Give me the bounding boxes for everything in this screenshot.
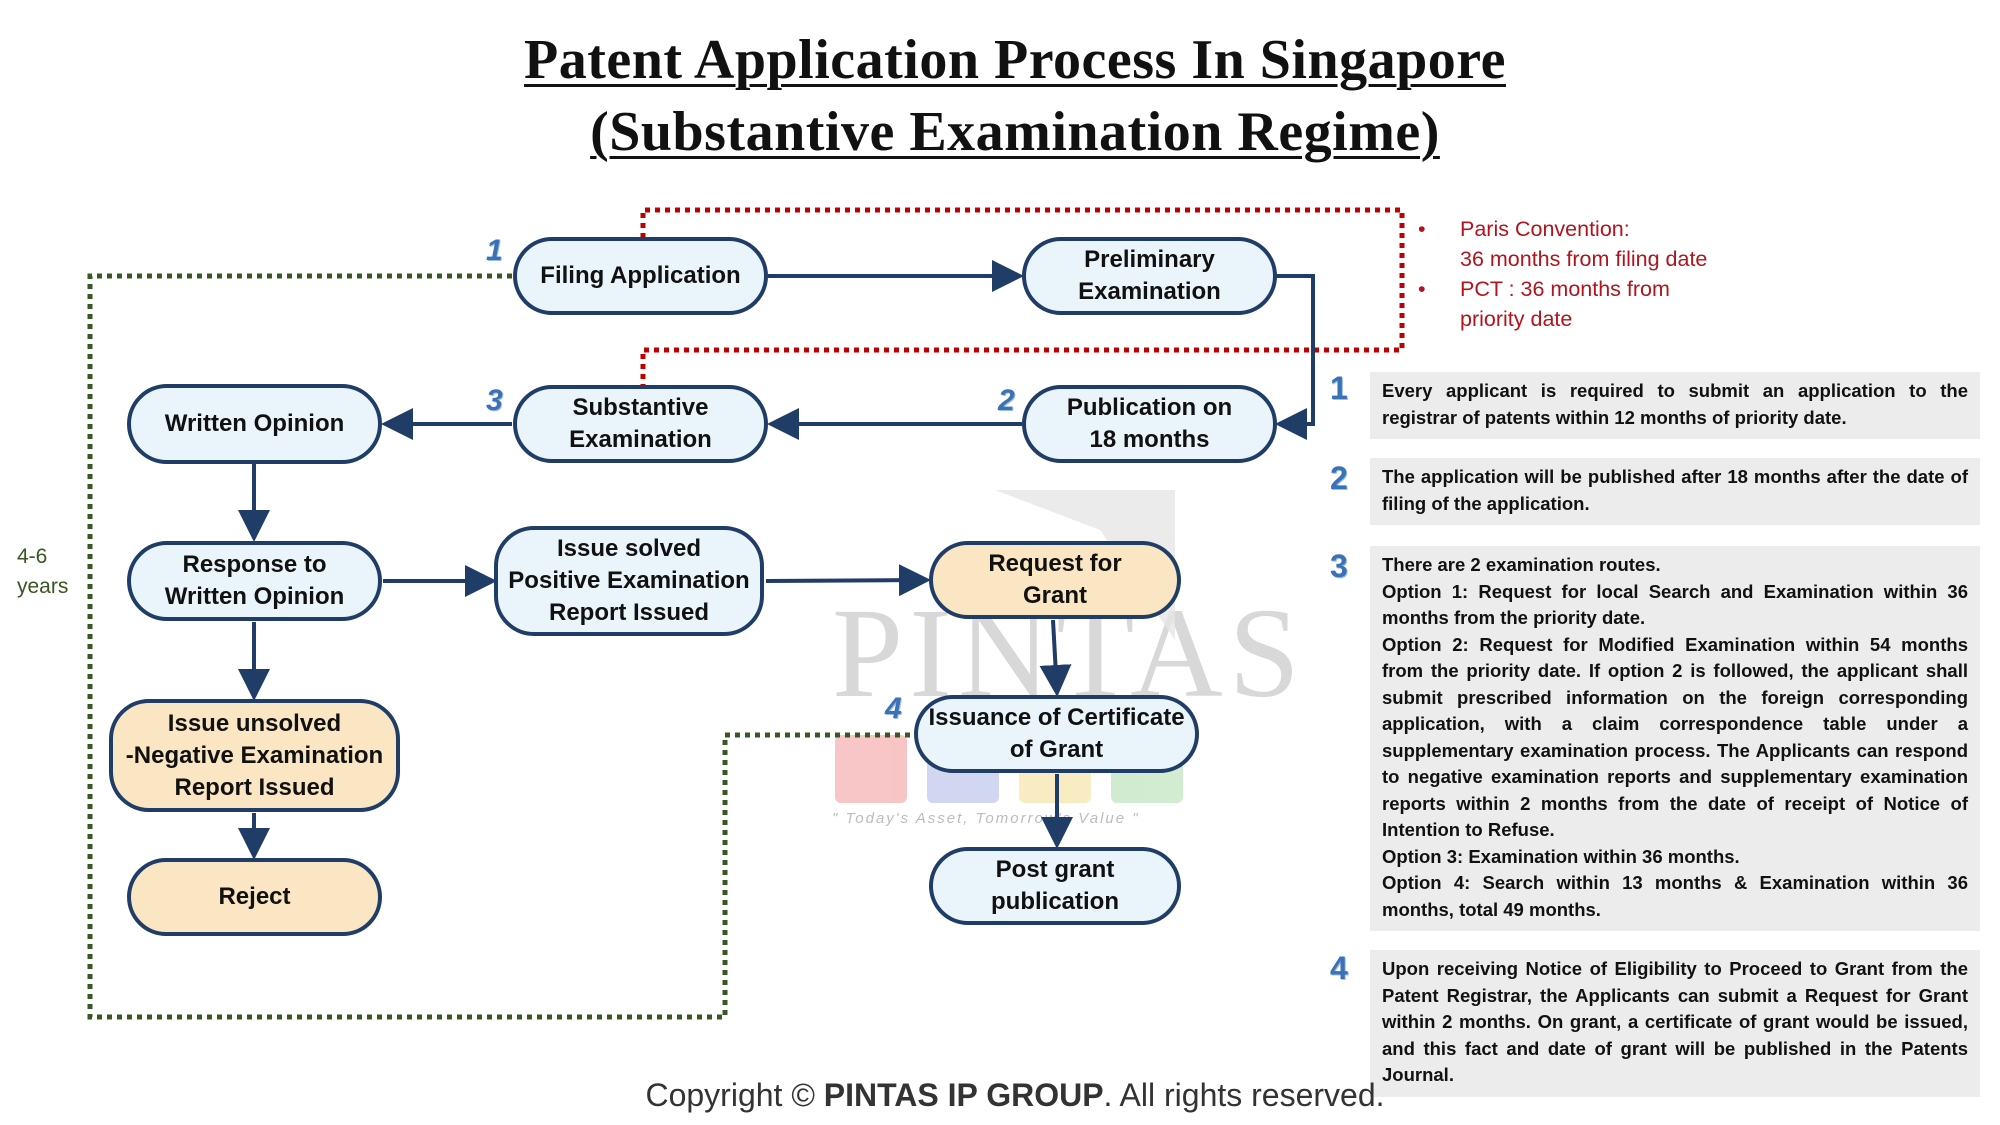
side-note-3-text-2: Option 1: Request for local Search and E… — [1382, 580, 1968, 629]
diagram-title-line-1: Patent Application Process In Singapore — [524, 29, 1506, 91]
step-marker-4: 4 — [885, 692, 902, 725]
pct-line-1-text: PCT : 36 months from — [1460, 277, 1670, 301]
node-reject: Reject — [127, 858, 382, 936]
convention-note: • Paris Convention: 36 months from filing… — [1418, 214, 1738, 334]
side-note-3-text-5: Option 4: Search within 13 months & Exam… — [1382, 872, 1968, 920]
node-written-opinion: Written Opinion — [127, 384, 382, 464]
watermark-badge-pt — [835, 735, 907, 803]
node-preliminary-examination: Preliminary Examination — [1022, 237, 1277, 315]
green-dotted-loop — [87, 273, 913, 1020]
side-note-number-3: 3 — [1330, 548, 1348, 584]
side-note-3-text-1: There are 2 examination routes. — [1382, 554, 1661, 575]
side-note-4: Upon receiving Notice of Eligibility to … — [1370, 950, 1980, 1097]
side-note-2: The application will be published after … — [1370, 458, 1980, 525]
side-note-1: Every applicant is required to submit an… — [1370, 372, 1980, 439]
side-note-number-2: 2 — [1330, 460, 1348, 496]
copyright-prefix: Copyright © — [645, 1077, 824, 1113]
duration-label-line-1: 4-6 — [17, 545, 48, 568]
node-filing-application: Filing Application — [513, 237, 768, 315]
node-publication: Publication on 18 months — [1022, 385, 1277, 463]
bullet-pct: • — [1418, 277, 1426, 301]
side-note-3: There are 2 examination routes. Option 1… — [1370, 546, 1980, 931]
node-substantive-examination: Substantive Examination — [513, 385, 768, 463]
paris-line-1: • Paris Convention: — [1418, 214, 1738, 244]
node-issue-solved: Issue solved Positive Examination Report… — [494, 526, 764, 636]
step-marker-1: 1 — [486, 234, 503, 267]
copyright-footer: Copyright © PINTAS IP GROUP. All rights … — [0, 1077, 2000, 1114]
duration-label: 4-6 years — [17, 542, 68, 602]
node-response-written-opinion: Response to Written Opinion — [127, 541, 382, 621]
paris-line-1-text: Paris Convention: — [1460, 217, 1630, 241]
duration-label-line-2: years — [17, 575, 69, 598]
side-note-3-text-4: Option 3: Examination within 36 months. — [1382, 845, 1740, 867]
step-marker-3: 3 — [486, 384, 503, 417]
side-note-number-1: 1 — [1330, 370, 1348, 406]
arrow-issue-solved-to-request-grant — [765, 564, 931, 597]
side-note-1-text: Every applicant is required to submit an… — [1382, 380, 1968, 428]
pct-line-2: priority date — [1460, 307, 1573, 331]
arrow-preliminary-to-publication — [1275, 274, 1315, 440]
watermark-logo-shape — [995, 490, 1175, 640]
side-note-number-4: 4 — [1330, 950, 1348, 986]
node-request-for-grant: Request for Grant — [929, 541, 1181, 619]
arrow-request-grant-to-certificate — [1039, 619, 1072, 697]
step-marker-2: 2 — [998, 384, 1015, 417]
red-dotted-bracket — [640, 207, 1405, 387]
side-note-3-text-3: Option 2: Request for Modified Examinati… — [1382, 633, 1968, 841]
side-note-4-text: Upon receiving Notice of Eligibility to … — [1382, 958, 1968, 1085]
node-post-grant-publication: Post grant publication — [929, 847, 1181, 925]
diagram-title-line-2: (Substantive Examination Regime) — [590, 101, 1440, 163]
copyright-suffix: . All rights reserved. — [1103, 1077, 1385, 1113]
copyright-brand: PINTAS IP GROUP — [823, 1077, 1104, 1113]
node-issue-unsolved: Issue unsolved -Negative Examination Rep… — [109, 699, 400, 812]
paris-line-2: 36 months from filing date — [1460, 247, 1708, 271]
pct-line-1: • PCT : 36 months from — [1418, 274, 1738, 304]
side-note-2-text: The application will be published after … — [1382, 466, 1968, 514]
node-issuance-certificate: Issuance of Certificate of Grant — [914, 695, 1199, 773]
bullet-paris: • — [1418, 217, 1426, 241]
